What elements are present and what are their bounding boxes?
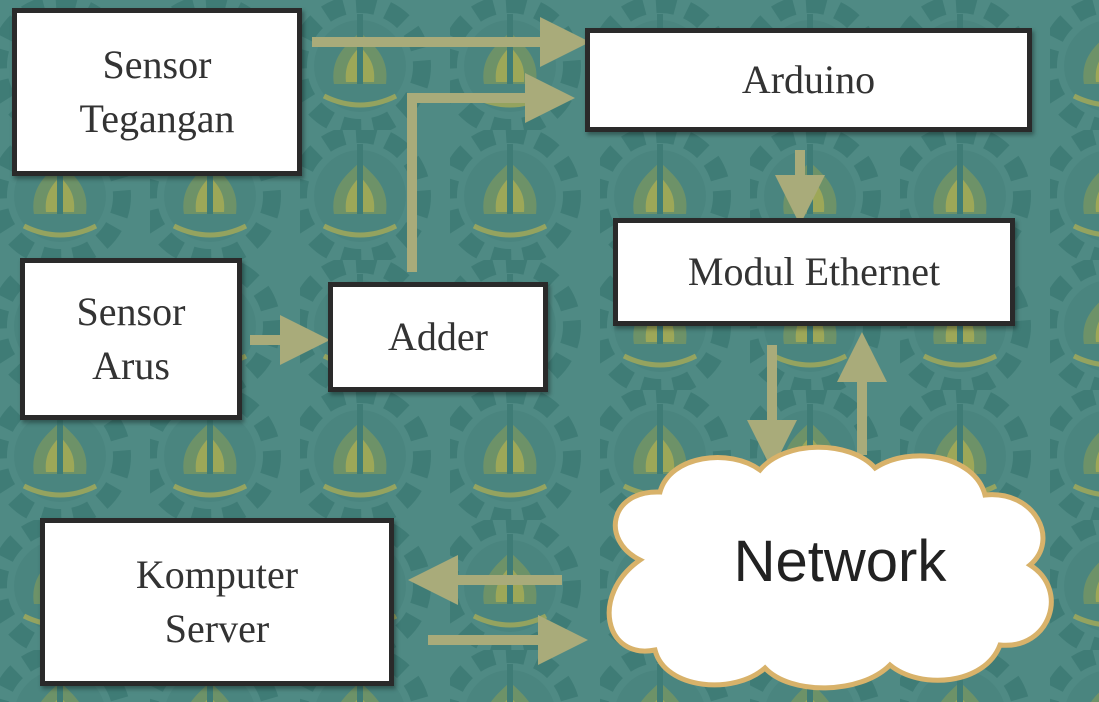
adder-box: Adder xyxy=(328,282,548,392)
sensor-arus-line1: Sensor xyxy=(76,289,186,334)
sensor-arus-line2: Arus xyxy=(92,343,170,388)
komputer-server-box: Komputer Server xyxy=(40,518,394,686)
sensor-tegangan-line2: Tegangan xyxy=(79,96,235,141)
sensor-tegangan-line1: Sensor xyxy=(102,42,212,87)
modul-ethernet-box: Modul Ethernet xyxy=(613,218,1015,326)
network-label: Network xyxy=(733,529,947,594)
arrow-adder-to-arduino xyxy=(407,73,575,272)
modul-ethernet-label: Modul Ethernet xyxy=(687,249,941,294)
arduino-box: Arduino xyxy=(585,28,1032,132)
network-cloud-shape xyxy=(606,444,1054,691)
adder-label: Adder xyxy=(388,314,488,359)
komputer-server-line2: Server xyxy=(164,606,270,651)
sensor-tegangan-box: Sensor Tegangan xyxy=(12,8,302,176)
arduino-label: Arduino xyxy=(741,57,876,102)
komputer-server-line1: Komputer xyxy=(135,552,299,597)
sensor-arus-box: Sensor Arus xyxy=(20,258,242,420)
